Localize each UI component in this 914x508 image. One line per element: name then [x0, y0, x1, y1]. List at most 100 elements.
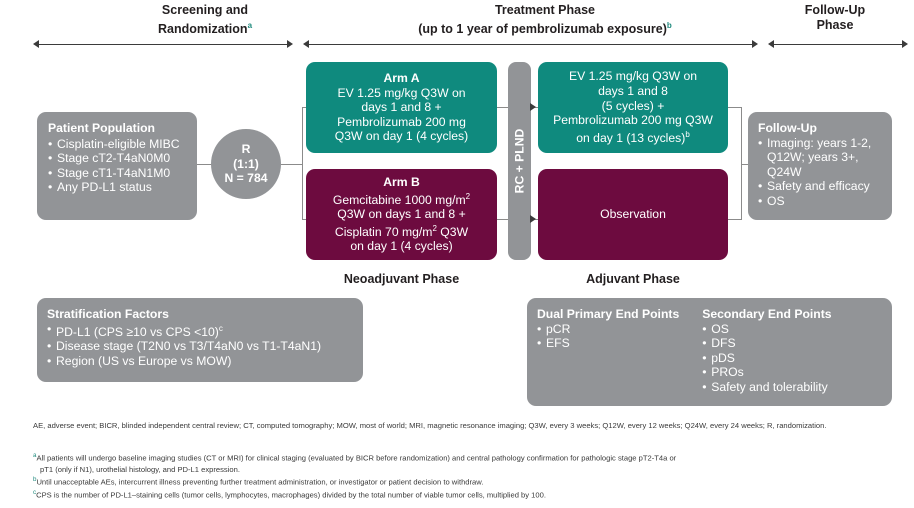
connector-adjuvant-a-out	[728, 107, 742, 109]
connector-randomization-stem	[281, 163, 303, 165]
arrow-head-adjuvant-a	[530, 103, 536, 111]
list-item: Safety and efficacy	[758, 179, 884, 194]
adjuvant-a-line2: days 1 and 8	[598, 84, 668, 99]
list-item: Stage cT2-T4aN0M0	[48, 151, 188, 166]
primary-endpoints-column: Dual Primary End Points pCR EFS	[537, 307, 702, 397]
stratification-factors-box: Stratification Factors PD-L1 (CPS ≥10 vs…	[37, 298, 363, 382]
connector-adjuvant-b-out	[728, 219, 742, 221]
arrow-head-left	[303, 40, 309, 48]
list-item: PD-L1 (CPS ≥10 vs CPS <10)c	[47, 322, 353, 340]
list-item: Stage cT1-T4aN1M0	[48, 166, 188, 181]
list-item: EFS	[537, 336, 702, 351]
arm-b-title: Arm B	[383, 174, 420, 189]
arm-a-line1: EV 1.25 mg/kg Q3W on	[337, 85, 466, 100]
list-item: OS	[702, 322, 882, 337]
arrow-head-left	[768, 40, 774, 48]
phase-header-followup: Follow-Up Phase	[760, 3, 910, 33]
arm-b-line4: on day 1 (4 cycles)	[350, 239, 453, 254]
stratification-list: PD-L1 (CPS ≥10 vs CPS <10)c Disease stag…	[47, 322, 353, 369]
list-item: OS	[758, 194, 884, 209]
list-item: Disease stage (T2N0 vs T3/T4aN0 vs T1-T4…	[47, 339, 353, 354]
list-item: Cisplatin-eligible MIBC	[48, 137, 188, 152]
list-item: pDS	[702, 351, 882, 366]
followup-span-arrow	[768, 40, 908, 49]
arrow-head-right	[902, 40, 908, 48]
primary-endpoints-title: Dual Primary End Points	[537, 307, 680, 321]
footnote-c: cCPS is the number of PD-L1–staining cel…	[33, 489, 546, 500]
phase-label-adjuvant: Adjuvant Phase	[586, 272, 680, 286]
randomization-ratio: (1:1)	[233, 156, 259, 171]
connector-to-followup	[741, 163, 750, 165]
phase-header-treatment: Treatment Phase (up to 1 year of pembrol…	[330, 3, 760, 37]
connector-population-to-randomization	[197, 163, 212, 165]
list-item: PROs	[702, 365, 882, 380]
arm-b-line3: Cisplatin 70 mg/m2 Q3W	[334, 223, 469, 239]
connector-arm-b-to-surgery	[497, 219, 508, 221]
connector-randomization-riser	[302, 107, 304, 220]
arrow-head-right	[752, 40, 758, 48]
patient-population-title: Patient Population	[48, 121, 155, 135]
randomization-label: R	[241, 142, 251, 157]
arrow-head-adjuvant-b	[530, 215, 536, 223]
arm-a-line3: Pembrolizumab 200 mg	[337, 114, 466, 129]
phase-header-treatment-l2: (up to 1 year of pembrolizumab exposure)	[418, 22, 667, 37]
footnote-b: bUntil unacceptable AEs, intercurrent il…	[33, 476, 484, 487]
secondary-endpoints-list: OS DFS pDS PROs Safety and tolerability	[702, 322, 882, 395]
arrow-head-right	[287, 40, 293, 48]
primary-endpoints-list: pCR EFS	[537, 322, 702, 351]
connector-arm-a-to-surgery	[497, 107, 508, 109]
observation-label: Observation	[600, 207, 666, 222]
treatment-span-arrow	[303, 40, 758, 49]
list-item: Safety and tolerability	[702, 380, 882, 395]
footnote-marker-b: b	[685, 129, 690, 139]
arrow-bar	[308, 44, 753, 46]
footnote-a: aAll patients will undergo baseline imag…	[33, 452, 677, 474]
list-item: pCR	[537, 322, 702, 337]
adjuvant-a-box: EV 1.25 mg/kg Q3W on days 1 and 8 (5 cyc…	[538, 62, 728, 153]
adjuvant-a-line4: Pembrolizumab 200 mg Q3W	[553, 113, 713, 128]
secondary-endpoints-title: Secondary End Points	[702, 307, 832, 321]
followup-box: Follow-Up Imaging: years 1-2,Q12W; years…	[748, 112, 892, 220]
randomization-circle: R (1:1) N = 784	[211, 129, 281, 199]
list-item: DFS	[702, 336, 882, 351]
patient-population-box: Patient Population Cisplatin-eligible MI…	[37, 112, 197, 220]
footnote-marker-c: c	[218, 323, 223, 333]
list-item: Imaging: years 1-2,Q12W; years 3+,Q24W	[758, 136, 884, 180]
phase-header-screening-l2: Randomization	[157, 22, 248, 37]
phase-header-treatment-l1: Treatment Phase	[494, 3, 596, 17]
arm-b-line2: Q3W on days 1 and 8 +	[337, 207, 466, 222]
footnote-marker-a: a	[247, 21, 253, 30]
surgery-bar-rc-plnd: RC + PLND	[508, 62, 531, 260]
surgery-bar-label: RC + PLND	[512, 128, 527, 194]
phase-header-screening-l1: Screening and	[161, 3, 249, 17]
stratification-title: Stratification Factors	[47, 307, 169, 321]
adjuvant-a-line5: on day 1 (13 cycles)b	[576, 129, 690, 145]
screening-span-arrow	[33, 40, 293, 49]
list-item: Region (US vs Europe vs MOW)	[47, 354, 353, 369]
arm-a-line4: Q3W on day 1 (4 cycles)	[334, 129, 469, 144]
phase-header-followup-l2: Phase	[816, 18, 854, 32]
list-item: Any PD-L1 status	[48, 180, 188, 195]
arm-a-box: Arm A EV 1.25 mg/kg Q3W on days 1 and 8 …	[306, 62, 497, 153]
phase-header-screening: Screening and Randomizationa	[85, 3, 325, 37]
endpoints-box: Dual Primary End Points pCR EFS Secondar…	[527, 298, 892, 406]
footnote-marker-b: b	[33, 476, 37, 483]
randomization-n: N = 784	[224, 171, 268, 186]
footnote-marker-c: c	[33, 489, 37, 496]
arm-a-title: Arm A	[383, 71, 420, 86]
phase-label-neoadjuvant: Neoadjuvant Phase	[343, 272, 460, 286]
arrow-bar	[773, 44, 903, 46]
footnote-marker-a: a	[33, 452, 37, 459]
arm-b-box: Arm B Gemcitabine 1000 mg/m2 Q3W on days…	[306, 169, 497, 260]
footnote-abbreviations: AE, adverse event; BICR, blinded indepen…	[33, 421, 827, 430]
footnote-marker-b: b	[666, 21, 672, 30]
arrow-bar	[38, 44, 288, 46]
observation-box: Observation	[538, 169, 728, 260]
arm-a-line2: days 1 and 8 +	[361, 100, 442, 115]
adjuvant-a-line1: EV 1.25 mg/kg Q3W on	[568, 69, 698, 84]
secondary-endpoints-column: Secondary End Points OS DFS pDS PROs Saf…	[702, 307, 882, 397]
followup-title: Follow-Up	[758, 121, 817, 135]
adjuvant-a-line3: (5 cycles) +	[601, 98, 665, 113]
phase-header-followup-l1: Follow-Up	[804, 3, 866, 17]
